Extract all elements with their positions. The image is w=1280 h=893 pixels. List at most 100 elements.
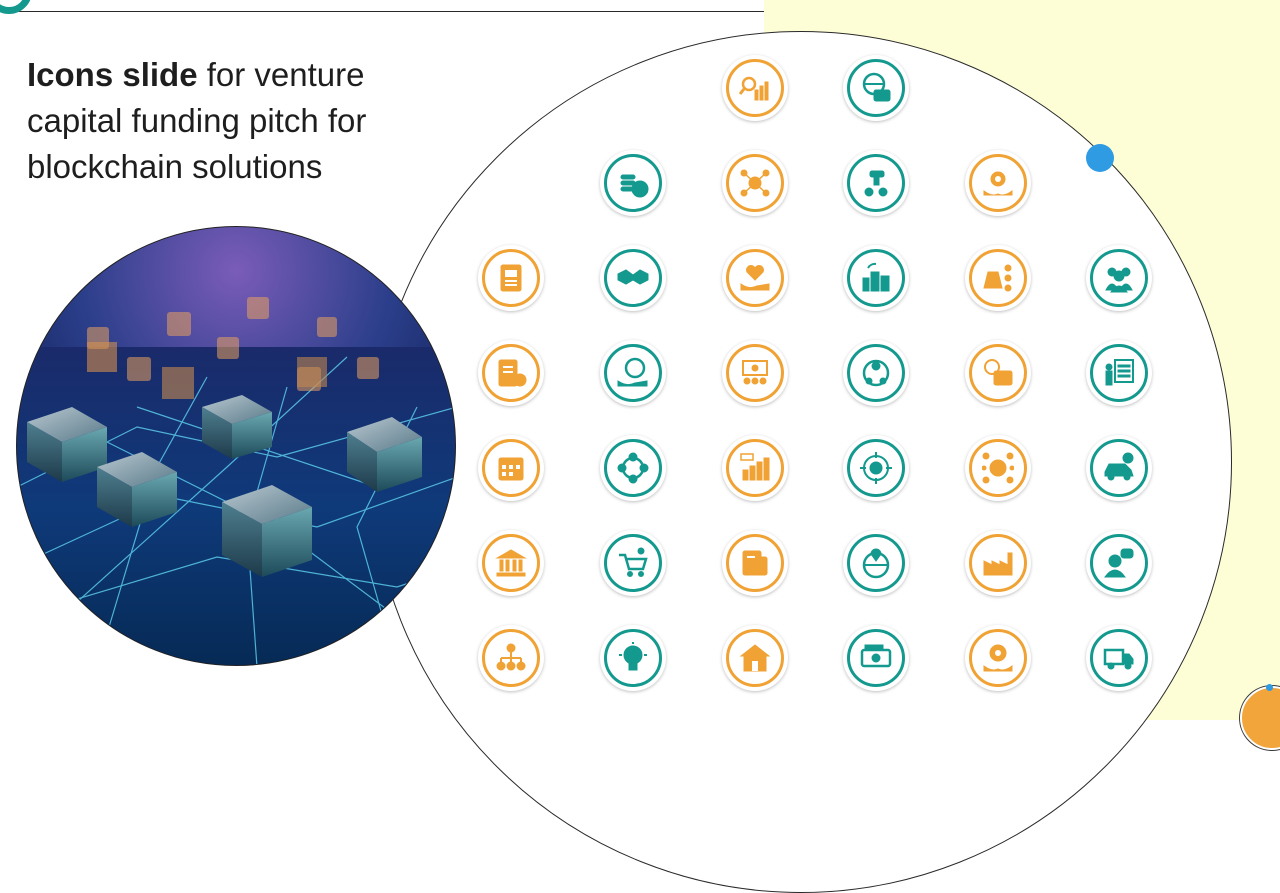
delivery-truck-icon-glyph (1103, 648, 1134, 670)
slide-title: Icons slide for venture capital funding … (27, 52, 447, 190)
icon-ring (847, 439, 905, 497)
ipo-bar-chart-icon (722, 435, 788, 501)
checklist-presenter-icon (1086, 340, 1152, 406)
icon-ring (847, 59, 905, 117)
icon-ring (482, 534, 540, 592)
people-cycle-icon (600, 435, 666, 501)
global-certificate-icon-glyph (984, 359, 1013, 386)
gear-support-hand-icon-glyph (983, 644, 1013, 672)
analytics-magnifier-chart-icon-glyph (739, 76, 769, 101)
user-chat-icon (1086, 530, 1152, 596)
global-certificate-icon (965, 340, 1031, 406)
target-growth-icon (843, 435, 909, 501)
icon-ring (726, 439, 784, 497)
heart-hand-icon-glyph (740, 265, 770, 291)
idea-bulb-icon (600, 625, 666, 691)
icon-ring (726, 59, 784, 117)
invoice-coins-icon-glyph (498, 359, 527, 387)
presentation-team-icon (722, 340, 788, 406)
handshake-icon-glyph (617, 269, 649, 285)
top-divider-line (0, 11, 764, 12)
dollar-network-icon-glyph (982, 452, 1014, 484)
document-icon-glyph (500, 264, 522, 292)
idea-bulb-icon-glyph (619, 642, 647, 671)
icon-ring (847, 534, 905, 592)
smart-city-icon (843, 245, 909, 311)
global-location-icon (843, 530, 909, 596)
handshake-icon (600, 245, 666, 311)
icon-ring (1090, 629, 1148, 687)
team-icon (1086, 245, 1152, 311)
ipo-bar-chart-icon-glyph (740, 453, 770, 481)
report-document-icon-glyph (742, 550, 768, 576)
smart-city-icon-glyph (862, 262, 890, 292)
network-hub-icon-glyph (740, 169, 770, 197)
delivery-truck-icon (1086, 625, 1152, 691)
checklist-presenter-icon-glyph (1105, 359, 1134, 386)
report-document-icon (722, 530, 788, 596)
calendar-icon-glyph (498, 457, 524, 481)
icon-ring (969, 154, 1027, 212)
icon-ring (1090, 249, 1148, 307)
ecommerce-cart-icon (600, 530, 666, 596)
target-growth-icon-glyph (860, 452, 892, 484)
funding-tap-icon-glyph (864, 170, 888, 197)
user-cycle-icon (843, 340, 909, 406)
org-chart-icon (478, 625, 544, 691)
network-hub-icon (722, 150, 788, 216)
payment-cheque-icon (843, 625, 909, 691)
small-blue-dot-decoration (1266, 684, 1273, 691)
blue-dot-decoration (1086, 144, 1114, 172)
house-icon-glyph (739, 644, 771, 672)
blockchain-illustration (17, 297, 455, 665)
blockchain-blocks-photo (16, 226, 456, 666)
global-payment-card-icon (843, 55, 909, 121)
team-icon-glyph (1105, 267, 1133, 293)
global-payment-card-icon-glyph (862, 72, 891, 102)
bank-icon-glyph (495, 549, 527, 577)
house-icon (722, 625, 788, 691)
icon-ring (604, 439, 662, 497)
money-bag-network-icon-glyph (983, 264, 1012, 292)
gear-hand-icon (965, 150, 1031, 216)
document-icon (478, 245, 544, 311)
icon-ring (726, 534, 784, 592)
heart-hand-icon (722, 245, 788, 311)
user-cycle-icon-glyph (862, 359, 890, 387)
electric-car-icon-glyph (1104, 452, 1134, 481)
funding-tap-icon (843, 150, 909, 216)
gear-support-hand-icon (965, 625, 1031, 691)
icon-ring (726, 629, 784, 687)
icon-ring (969, 534, 1027, 592)
icon-ring (726, 249, 784, 307)
ecommerce-cart-icon-glyph (619, 547, 648, 577)
icon-ring (726, 344, 784, 402)
bank-icon (478, 530, 544, 596)
gear-hand-icon-glyph (983, 171, 1013, 196)
dollar-hand-icon (600, 340, 666, 406)
icon-ring (604, 344, 662, 402)
icon-ring (847, 249, 905, 307)
slide-title-bold: Icons slide (27, 56, 198, 93)
people-cycle-icon-glyph (617, 452, 649, 484)
global-location-icon-glyph (862, 548, 890, 579)
org-chart-icon-glyph (496, 643, 526, 671)
slide-title-rest: for venture capital funding pitch for bl… (27, 56, 367, 185)
icon-ring (1090, 344, 1148, 402)
coin-stack-dollar-icon-glyph (620, 174, 649, 198)
invoice-coins-icon (478, 340, 544, 406)
electric-car-icon (1086, 435, 1152, 501)
coin-stack-dollar-icon (600, 150, 666, 216)
user-chat-icon-glyph (1104, 548, 1134, 578)
dollar-hand-icon-glyph (617, 357, 648, 387)
calendar-icon (478, 435, 544, 501)
payment-cheque-icon-glyph (860, 644, 892, 668)
icon-ring (847, 344, 905, 402)
money-bag-network-icon (965, 245, 1031, 311)
dollar-network-icon (965, 435, 1031, 501)
analytics-magnifier-chart-icon (722, 55, 788, 121)
factory-icon (965, 530, 1031, 596)
icon-ring (604, 534, 662, 592)
factory-icon-glyph (983, 552, 1013, 576)
presentation-team-icon-glyph (742, 360, 768, 385)
